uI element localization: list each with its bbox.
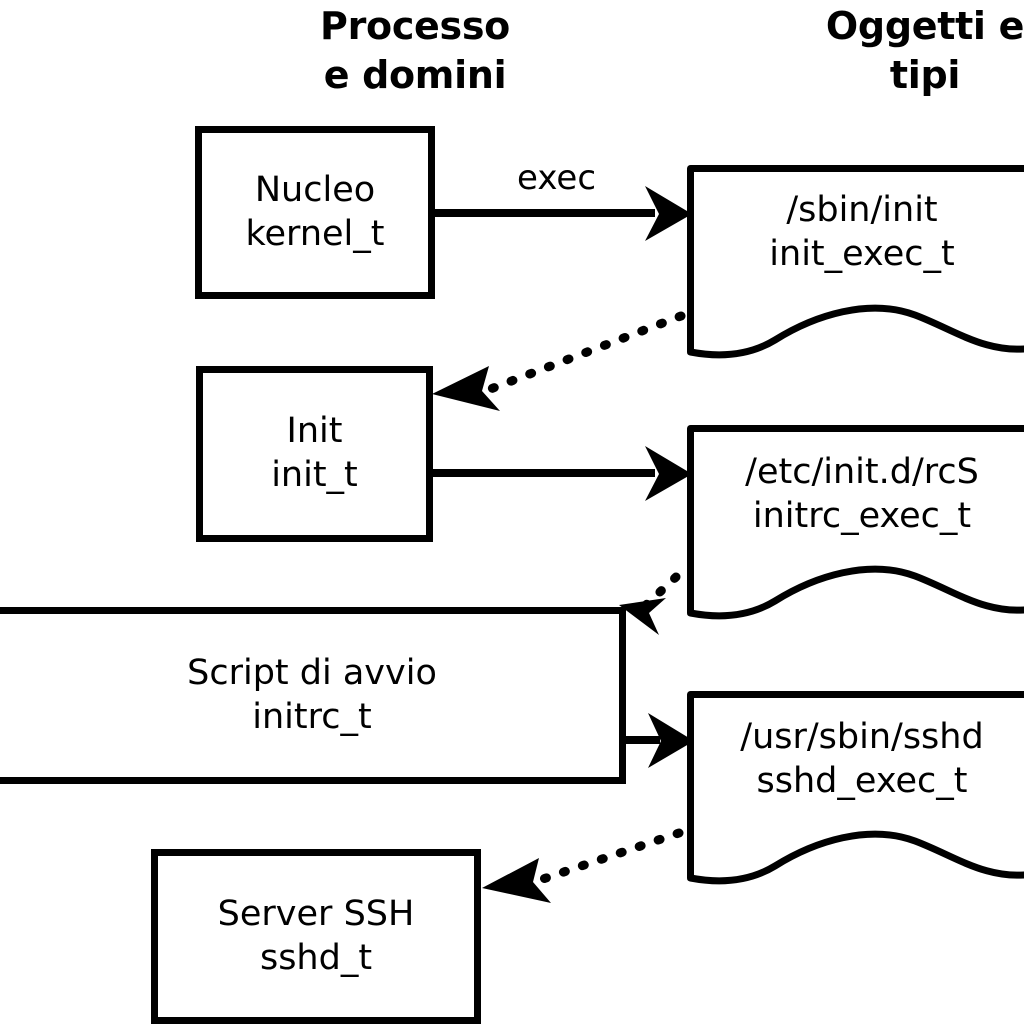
- object-doc-init-exec-shape: [687, 165, 1024, 359]
- edge-initrc-exec-to-initrc: [619, 572, 681, 635]
- column-title-processes: Processo e domini: [320, 4, 510, 97]
- edge-init-to-initrc-exec: [433, 446, 692, 501]
- process-box-sshd-label: Server SSH sshd_t: [217, 893, 415, 978]
- process-box-kernel-label: Nucleo kernel_t: [245, 169, 385, 254]
- process-box-init[interactable]: Init init_t: [196, 366, 433, 542]
- process-box-sshd[interactable]: Server SSH sshd_t: [151, 849, 481, 1024]
- object-doc-sshd-exec[interactable]: /usr/sbin/sshd sshd_exec_t: [687, 691, 1024, 893]
- process-box-initrc-label: Script di avvio initrc_t: [187, 652, 437, 737]
- process-box-initrc[interactable]: Script di avvio initrc_t: [0, 607, 626, 784]
- object-doc-initrc-exec-shape: [687, 425, 1024, 620]
- edge-label-exec: exec: [517, 158, 597, 198]
- object-doc-initrc-exec[interactable]: /etc/init.d/rcS initrc_exec_t: [687, 425, 1024, 629]
- object-doc-sshd-exec-shape: [687, 691, 1024, 885]
- edge-init-exec-to-init: [432, 311, 686, 411]
- process-box-kernel[interactable]: Nucleo kernel_t: [195, 126, 435, 299]
- process-box-init-label: Init init_t: [271, 411, 358, 495]
- edge-initrc-to-sshd-exec: [626, 713, 694, 768]
- column-title-objects: Oggetti e tipi: [825, 4, 1024, 97]
- edge-sshd-exec-to-sshd: [482, 828, 684, 903]
- object-doc-init-exec[interactable]: /sbin/init init_exec_t: [687, 165, 1024, 365]
